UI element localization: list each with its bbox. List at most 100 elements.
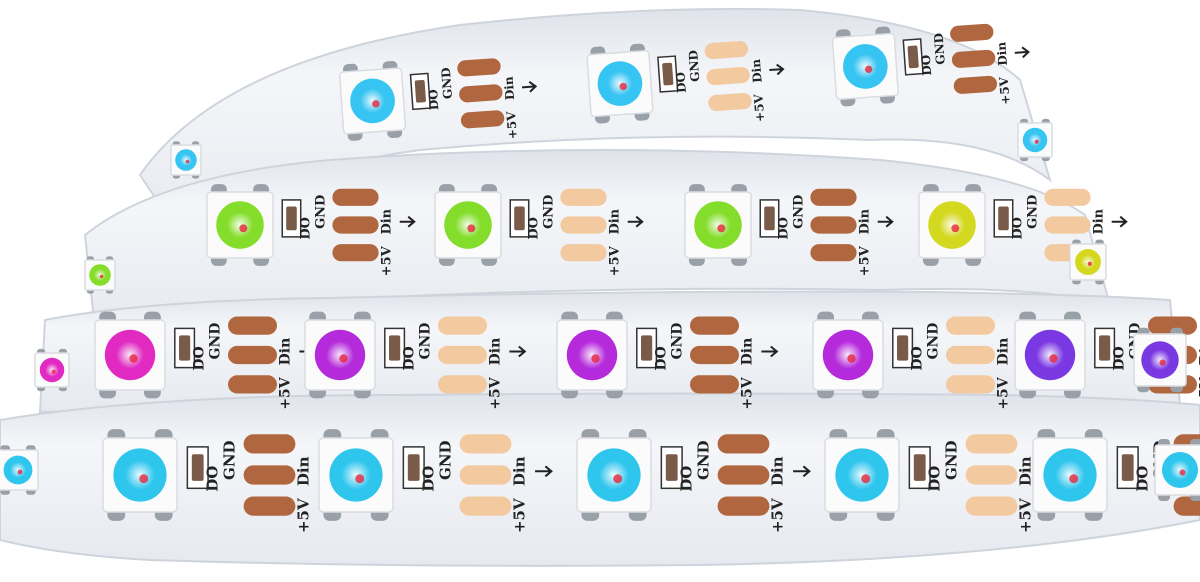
label-gnd: GND	[943, 440, 961, 480]
capacitor-body	[907, 45, 919, 69]
led-glow	[587, 448, 641, 502]
led-module	[84, 256, 116, 294]
led-module	[1014, 311, 1086, 399]
solder-pad	[438, 316, 487, 335]
label-5v: +5V	[504, 110, 520, 139]
led-die	[1034, 139, 1039, 144]
label-din: Din	[1017, 456, 1035, 486]
label-5v: +5V	[857, 245, 872, 276]
led-module	[0, 445, 39, 495]
label-5v: +5V	[1017, 498, 1035, 533]
solder-pad	[438, 375, 487, 394]
label-do: DO	[919, 54, 934, 76]
led-die	[17, 469, 23, 475]
label-gnd: GND	[1025, 195, 1040, 229]
label-din: Din	[502, 76, 518, 101]
solder-pad	[243, 496, 296, 516]
capacitor-body	[1099, 335, 1111, 361]
capacitor-body	[998, 206, 1009, 231]
led-die	[372, 100, 380, 108]
led-die	[1159, 359, 1166, 366]
label-5v: +5V	[488, 376, 504, 409]
capacitor	[657, 55, 679, 93]
led-module	[918, 184, 986, 266]
solder-pad	[459, 434, 512, 454]
led-glow	[843, 44, 888, 89]
led-die	[951, 224, 960, 233]
label-gnd: GND	[926, 323, 942, 360]
solder-pads	[243, 434, 296, 516]
led-glow	[835, 448, 889, 502]
label-do: DO	[426, 89, 441, 111]
label-5v: +5V	[278, 376, 294, 409]
signal-arrow-icon	[1014, 46, 1030, 59]
led-glow	[314, 329, 366, 381]
led-glow	[329, 448, 383, 502]
solder-pads	[717, 434, 770, 516]
solder-pad	[438, 345, 487, 365]
label-5v: +5V	[997, 76, 1013, 105]
solder-pads	[950, 23, 998, 94]
solder-pad	[965, 496, 1018, 516]
capacitor-body	[764, 206, 775, 231]
solder-pad	[690, 345, 739, 365]
label-do: DO	[192, 346, 208, 370]
solder-pad	[1044, 216, 1091, 234]
signal-arrow-icon	[399, 215, 416, 228]
solder-pad	[690, 375, 739, 394]
solder-pad	[459, 496, 512, 516]
capacitor	[660, 446, 683, 490]
label-gnd: GND	[670, 323, 686, 360]
capacitor-body	[414, 80, 426, 103]
led-die	[51, 369, 56, 374]
label-gnd: GND	[439, 67, 455, 100]
label-gnd: GND	[791, 195, 806, 229]
solder-pad	[228, 316, 277, 335]
signal-arrow-icon	[535, 465, 553, 478]
led-glow	[175, 149, 197, 171]
label-gnd: GND	[418, 323, 434, 360]
label-5v: +5V	[1198, 376, 1200, 409]
label-do: DO	[204, 466, 222, 492]
solder-pad	[460, 110, 505, 129]
led-glow	[444, 201, 492, 249]
label-din: Din	[769, 456, 787, 486]
solder-pad	[810, 188, 857, 206]
solder-pad	[459, 84, 503, 103]
solder-pad	[243, 465, 296, 485]
capacitor	[409, 72, 432, 111]
label-5v: +5V	[740, 376, 756, 409]
label-din: Din	[295, 456, 313, 486]
solder-pad	[946, 316, 995, 335]
label-5v: +5V	[607, 245, 622, 276]
capacitor-body	[897, 335, 909, 361]
label-din: Din	[278, 338, 294, 366]
label-din: Din	[740, 338, 756, 366]
signal-arrow-icon	[761, 345, 779, 358]
solder-pad	[228, 345, 277, 365]
led-die	[239, 224, 248, 233]
capacitor	[1094, 327, 1116, 369]
label-gnd: GND	[932, 33, 948, 66]
led-die	[864, 65, 873, 74]
solder-pads	[332, 188, 379, 262]
solder-pads	[946, 316, 995, 394]
solder-pad	[953, 75, 998, 94]
capacitor-body	[913, 454, 926, 481]
solder-pads	[457, 58, 505, 129]
capacitor-body	[179, 335, 191, 361]
solder-pad	[965, 465, 1018, 485]
led-die	[99, 274, 104, 279]
led-die	[1049, 354, 1058, 363]
led-module	[1032, 429, 1108, 521]
label-do: DO	[776, 217, 791, 240]
led-module	[1017, 118, 1053, 162]
solder-pad	[810, 244, 857, 262]
capacitor-body	[665, 454, 678, 481]
label-5v: +5V	[751, 93, 767, 122]
